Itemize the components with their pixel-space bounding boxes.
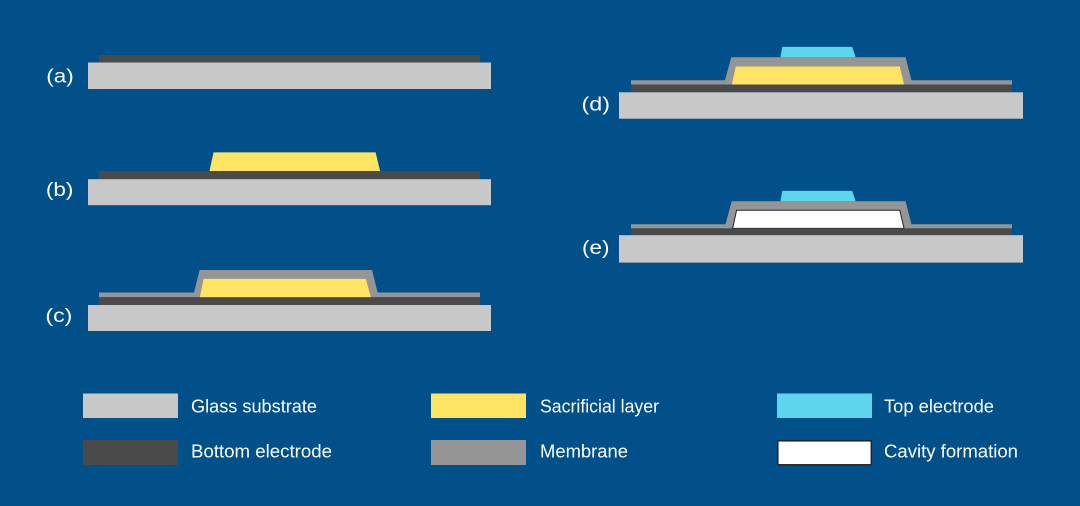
svg-text:(d): (d)	[582, 93, 611, 115]
svg-text:Membrane: Membrane	[540, 440, 628, 461]
svg-text:(e): (e)	[582, 237, 610, 259]
svg-text:Top electrode: Top electrode	[884, 395, 994, 416]
svg-text:Bottom electrode: Bottom electrode	[191, 440, 332, 461]
svg-text:Glass substrate: Glass substrate	[191, 395, 317, 416]
svg-text:(c): (c)	[45, 305, 72, 327]
svg-text:(b): (b)	[46, 179, 74, 201]
svg-text:Sacrificial layer: Sacrificial layer	[540, 395, 659, 416]
svg-text:Cavity formation: Cavity formation	[884, 440, 1018, 461]
svg-text:(a): (a)	[46, 66, 74, 88]
